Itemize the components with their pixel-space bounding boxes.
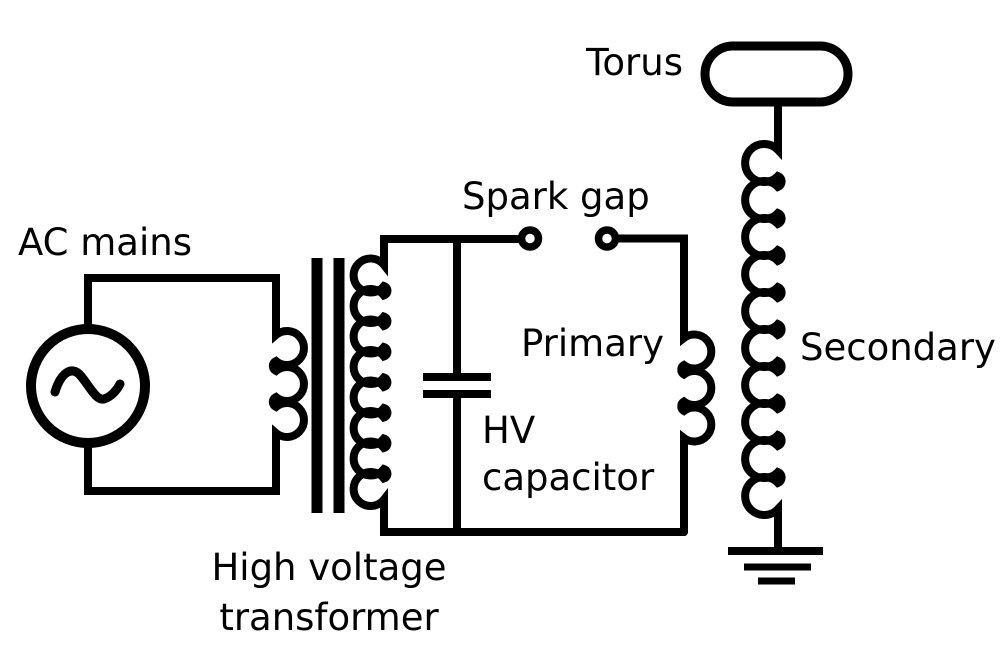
hv-capacitor-label-line1: HV <box>482 409 536 452</box>
torus-label: Torus <box>586 41 683 84</box>
primary-label: Primary <box>521 322 664 365</box>
hv-capacitor-label: HV capacitor <box>482 407 654 501</box>
spark-gap-terminal-left <box>517 226 543 251</box>
secondary-coil-wire <box>741 103 786 555</box>
hv-winding-and-tank-wire <box>349 235 688 536</box>
torus-symbol <box>700 41 853 107</box>
spark-gap-terminal-right <box>594 226 620 251</box>
spark-gap-label: Spark gap <box>462 175 650 218</box>
ac-mains-label: AC mains <box>18 221 192 264</box>
high-voltage-transformer-label: High voltage transformer <box>179 543 479 643</box>
high-voltage-transformer-label-line2: transformer <box>219 596 439 639</box>
ac-source-circle <box>26 324 150 448</box>
circuit-lines <box>26 41 853 585</box>
secondary-label: Secondary <box>800 326 996 369</box>
sine-wave-icon <box>50 366 125 404</box>
ac-mains-loop-wire <box>84 274 308 495</box>
high-voltage-transformer-label-line1: High voltage <box>211 546 447 589</box>
primary-coil-wire <box>615 234 716 536</box>
hv-capacitor-label-line2: capacitor <box>482 456 655 499</box>
